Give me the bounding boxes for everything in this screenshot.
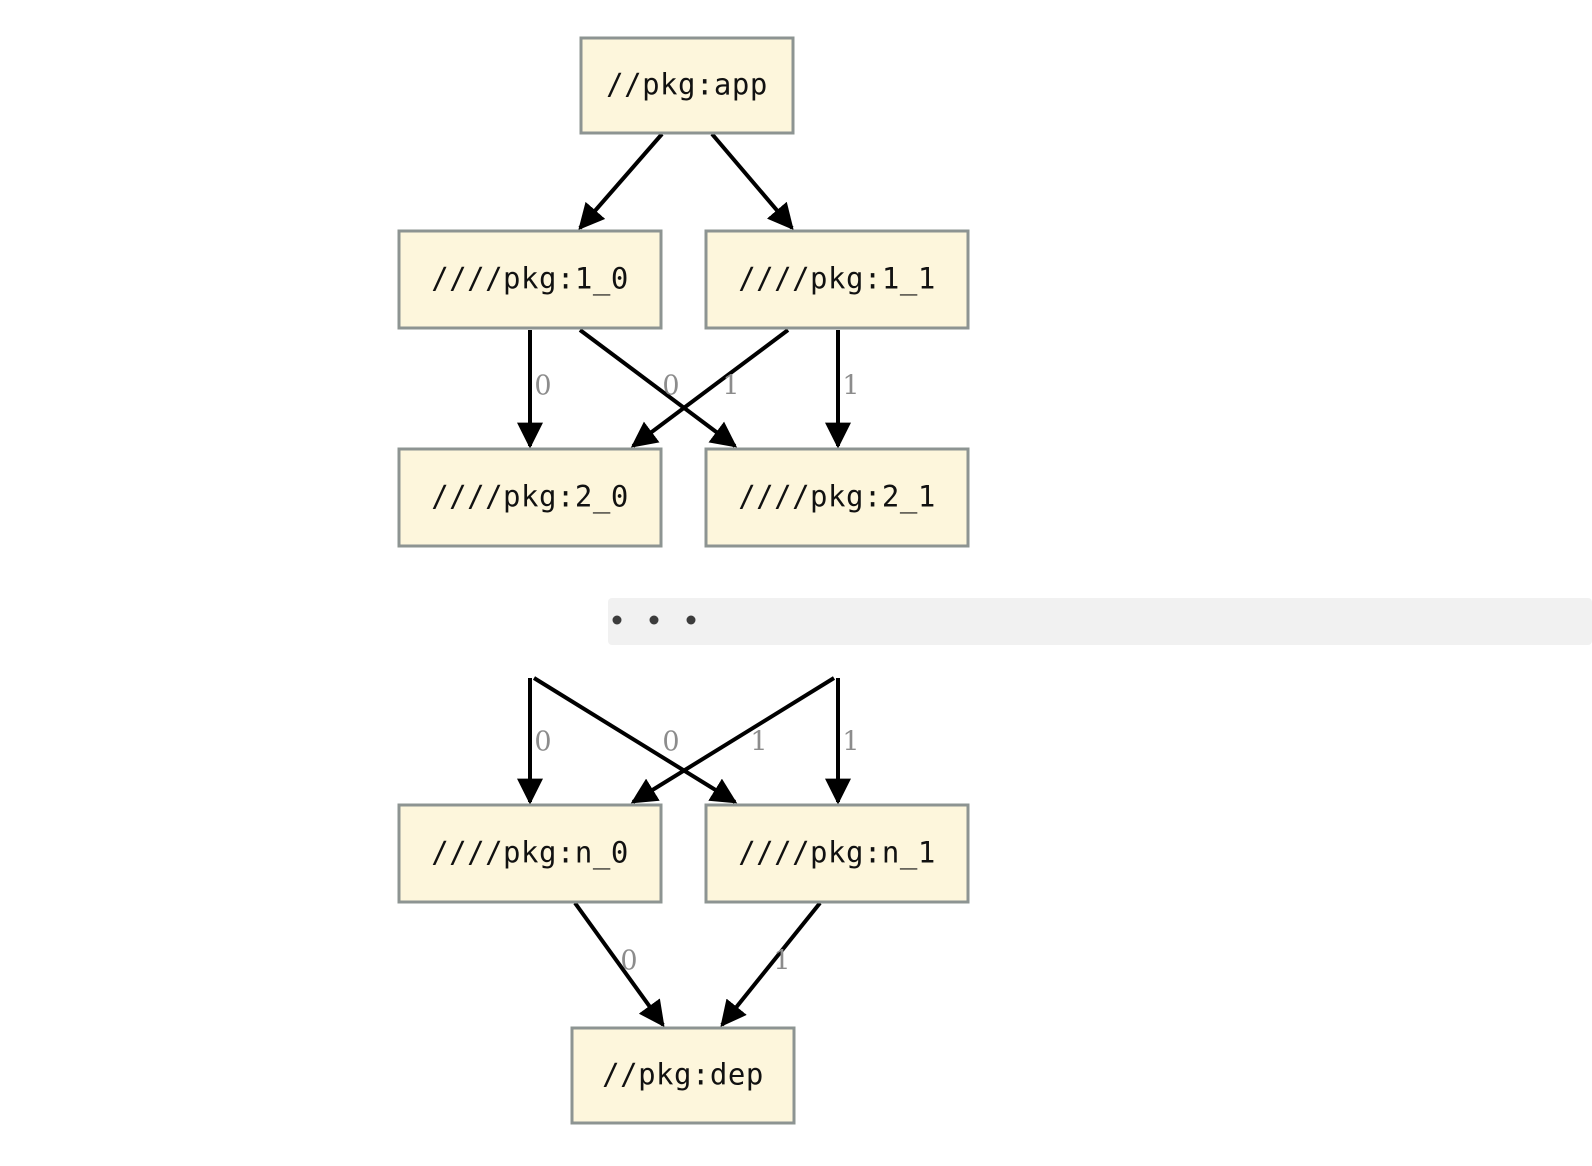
edge-e-x-n_1 (532, 676, 738, 804)
edge-label-e-x-n_1: 0 (662, 727, 679, 758)
node-label-app: //pkg:app (606, 68, 768, 102)
node-box-dep[interactable] (570, 1026, 796, 1125)
edge-label-e-1_0-2_1: 0 (662, 371, 679, 402)
node-l2_1[interactable]: ////pkg:2_1 (704, 447, 970, 548)
node-label-l1_1: ////pkg:1_1 (738, 262, 936, 297)
edge-e-1_1-2_0 (630, 328, 790, 448)
node-box-ln_1[interactable] (704, 803, 970, 904)
edge-e-n_0-dep (573, 901, 665, 1028)
node-layer: //pkg:app ////pkg:1_0 ////pkg:1_1 ////pkg:2… (397, 36, 970, 1125)
node-label-ln_1: ////pkg:n_1 (738, 836, 936, 871)
node-label-l2_0: ////pkg:2_0 (431, 480, 629, 515)
node-label-ln_0: ////pkg:n_0 (431, 836, 629, 871)
edge-label-e-y-n_1: 1 (842, 727, 859, 758)
ellipsis-band (608, 598, 1592, 645)
edge-e-n_1-dep (720, 901, 822, 1028)
edge-e-y-n_0 (630, 676, 836, 804)
node-label-l2_1: ////pkg:2_1 (738, 480, 936, 515)
edge-label-e-x-n_0: 0 (534, 727, 551, 758)
node-l1_0[interactable]: ////pkg:1_0 (397, 229, 663, 330)
edge-e-app-1_0 (578, 132, 664, 230)
node-ln_0[interactable]: ////pkg:n_0 (397, 803, 663, 904)
ellipsis-dot-0 (612, 615, 622, 625)
edge-layer (517, 132, 851, 1028)
node-box-ln_0[interactable] (397, 803, 663, 904)
edge-label-e-y-n_0: 1 (750, 727, 767, 758)
node-label-dep: //pkg:dep (602, 1058, 764, 1092)
node-ln_1[interactable]: ////pkg:n_1 (704, 803, 970, 904)
ellipsis-layer (608, 598, 1592, 645)
node-label-l1_0: ////pkg:1_0 (431, 262, 629, 297)
node-box-l1_1[interactable] (704, 229, 970, 330)
edge-label-e-n_0-dep: 0 (620, 946, 637, 977)
node-l1_1[interactable]: ////pkg:1_1 (704, 229, 970, 330)
node-box-l2_0[interactable] (397, 447, 663, 548)
edge-label-layer: 0 0 1 1 0 0 1 1 0 1 (534, 371, 859, 977)
edge-label-e-1_1-2_1: 1 (842, 371, 859, 402)
node-l2_0[interactable]: ////pkg:2_0 (397, 447, 663, 548)
edge-label-e-n_1-dep: 1 (773, 946, 790, 977)
node-dep[interactable]: //pkg:dep (570, 1026, 796, 1125)
edge-e-1_0-2_1 (578, 328, 738, 448)
node-box-l2_1[interactable] (704, 447, 970, 548)
ellipsis-dot-2 (686, 615, 696, 625)
edge-label-e-1_1-2_0: 1 (722, 371, 739, 402)
node-box-app[interactable] (579, 36, 795, 135)
node-app[interactable]: //pkg:app (579, 36, 795, 135)
node-box-l1_0[interactable] (397, 229, 663, 330)
ellipsis-dot-1 (649, 615, 659, 625)
edge-e-app-1_1 (710, 132, 794, 230)
edge-label-e-1_0-2_0: 0 (534, 371, 551, 402)
